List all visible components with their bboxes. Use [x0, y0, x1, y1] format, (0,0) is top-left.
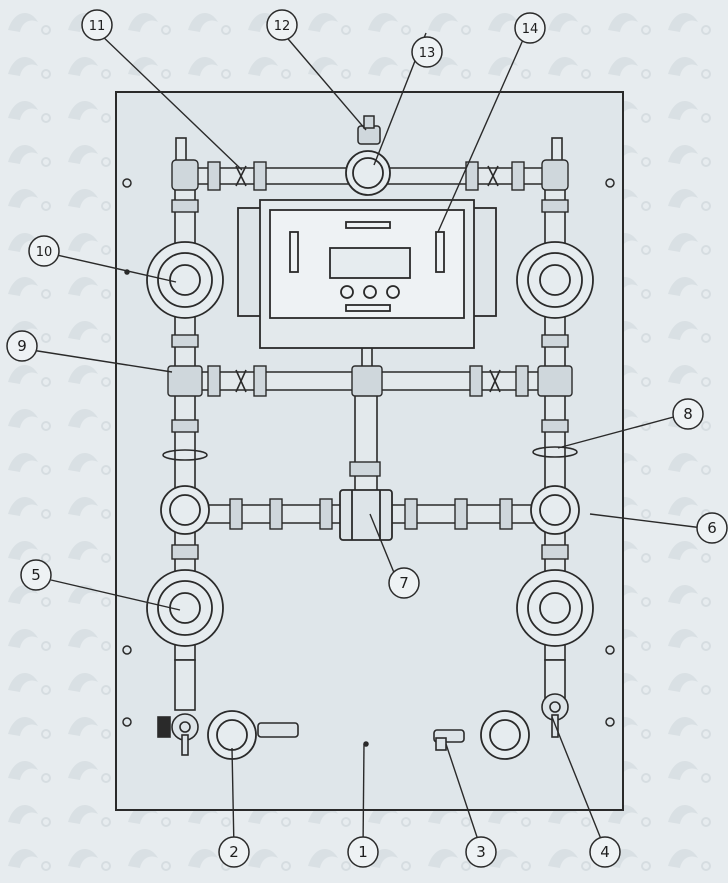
callout-label-6: 6	[707, 519, 717, 537]
callout-label-7: 7	[399, 574, 409, 592]
callout-circle-5	[20, 559, 52, 591]
callout-label-9: 9	[17, 337, 27, 355]
callout-label-10: 10	[36, 245, 53, 260]
leader-lines	[24, 32, 704, 850]
ball-valves	[162, 165, 578, 461]
mounting-holes	[122, 178, 615, 747]
callout-label-5: 5	[31, 566, 41, 584]
callout-circle-14	[514, 12, 546, 44]
callout-circle-9	[6, 330, 38, 362]
relief-valve	[357, 115, 381, 145]
callout-label-13: 13	[419, 46, 436, 61]
regulators	[146, 241, 594, 647]
callout-circle-11	[81, 9, 113, 41]
callout-circle-7	[388, 567, 420, 599]
fittings	[167, 159, 573, 560]
callout-label-14: 14	[522, 22, 539, 37]
controller-display	[237, 199, 497, 349]
callout-circle-1	[347, 836, 379, 868]
callout-label-11: 11	[89, 19, 106, 34]
callout-circle-12	[266, 9, 298, 41]
pressure-gauges	[160, 150, 580, 760]
callout-label-12: 12	[274, 19, 291, 34]
callout-circle-13	[411, 36, 443, 68]
callout-circle-10	[28, 235, 60, 267]
callout-circle-4	[589, 836, 621, 868]
callout-label-8: 8	[683, 405, 693, 423]
callout-label-4: 4	[600, 843, 610, 861]
callout-circle-6	[696, 512, 728, 544]
tee-manifold	[339, 489, 393, 541]
callout-circle-8	[672, 398, 704, 430]
callout-circle-2	[218, 836, 250, 868]
callout-label-3: 3	[476, 843, 486, 861]
callout-circle-3	[465, 836, 497, 868]
callout-label-2: 2	[229, 843, 239, 861]
callout-label-1: 1	[358, 843, 368, 861]
